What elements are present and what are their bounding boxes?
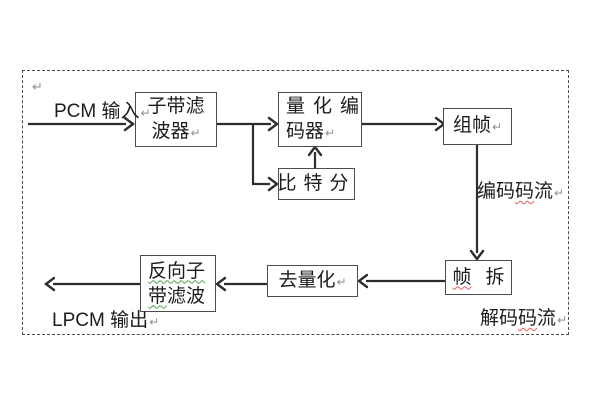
node-quantizer-encoder-line1: 量化编: [286, 95, 368, 117]
label-lpcm-output: LPCM 输出↵: [52, 310, 160, 331]
label-encoded-stream: 编码码流↵: [477, 181, 565, 202]
node-subband-filter: 子带滤 波器↵: [135, 92, 217, 147]
paragraph-mark: ↵: [557, 313, 568, 327]
paragraph-mark: ↵: [554, 186, 565, 200]
label-decoded-stream: 解码码流↵: [480, 308, 568, 329]
paragraph-mark: ↵: [336, 274, 347, 289]
node-inverse-subband-filter-line2: 带滤波: [148, 285, 206, 307]
node-inverse-subband-filter-line1: 反向子: [148, 260, 206, 282]
node-quantizer-encoder: 量化编 码器↵: [278, 92, 362, 147]
paragraph-mark: ↵: [32, 79, 43, 94]
paragraph-mark: ↵: [140, 106, 151, 120]
node-frame-unpacker: 帧拆: [445, 260, 512, 295]
paragraph-mark: ↵: [190, 125, 201, 140]
node-bit-allocation-label: 比特分: [277, 173, 356, 194]
node-subband-filter-line1: 子带滤: [147, 95, 205, 117]
node-frame-unpacker-label: 帧拆: [452, 266, 505, 288]
node-inverse-subband-filter: 反向子 带滤波: [140, 255, 216, 312]
node-bit-allocation: 比特分: [278, 168, 355, 200]
label-pcm-input: PCM 输入↵: [54, 101, 151, 122]
node-quantizer-encoder-line2: 码器↵: [286, 120, 336, 142]
dashed-boundary: [22, 70, 569, 335]
paragraph-mark: ↵: [491, 120, 503, 134]
node-dequantizer: 去量化↵: [267, 265, 358, 297]
paragraph-mark: ↵: [149, 315, 160, 329]
node-framer-label: 组帧↵: [452, 115, 503, 136]
paragraph-mark: ↵: [325, 125, 336, 140]
node-subband-filter-line2: 波器↵: [151, 120, 201, 142]
node-dequantizer-label: 去量化↵: [278, 269, 347, 291]
node-framer: 组帧↵: [443, 108, 512, 145]
